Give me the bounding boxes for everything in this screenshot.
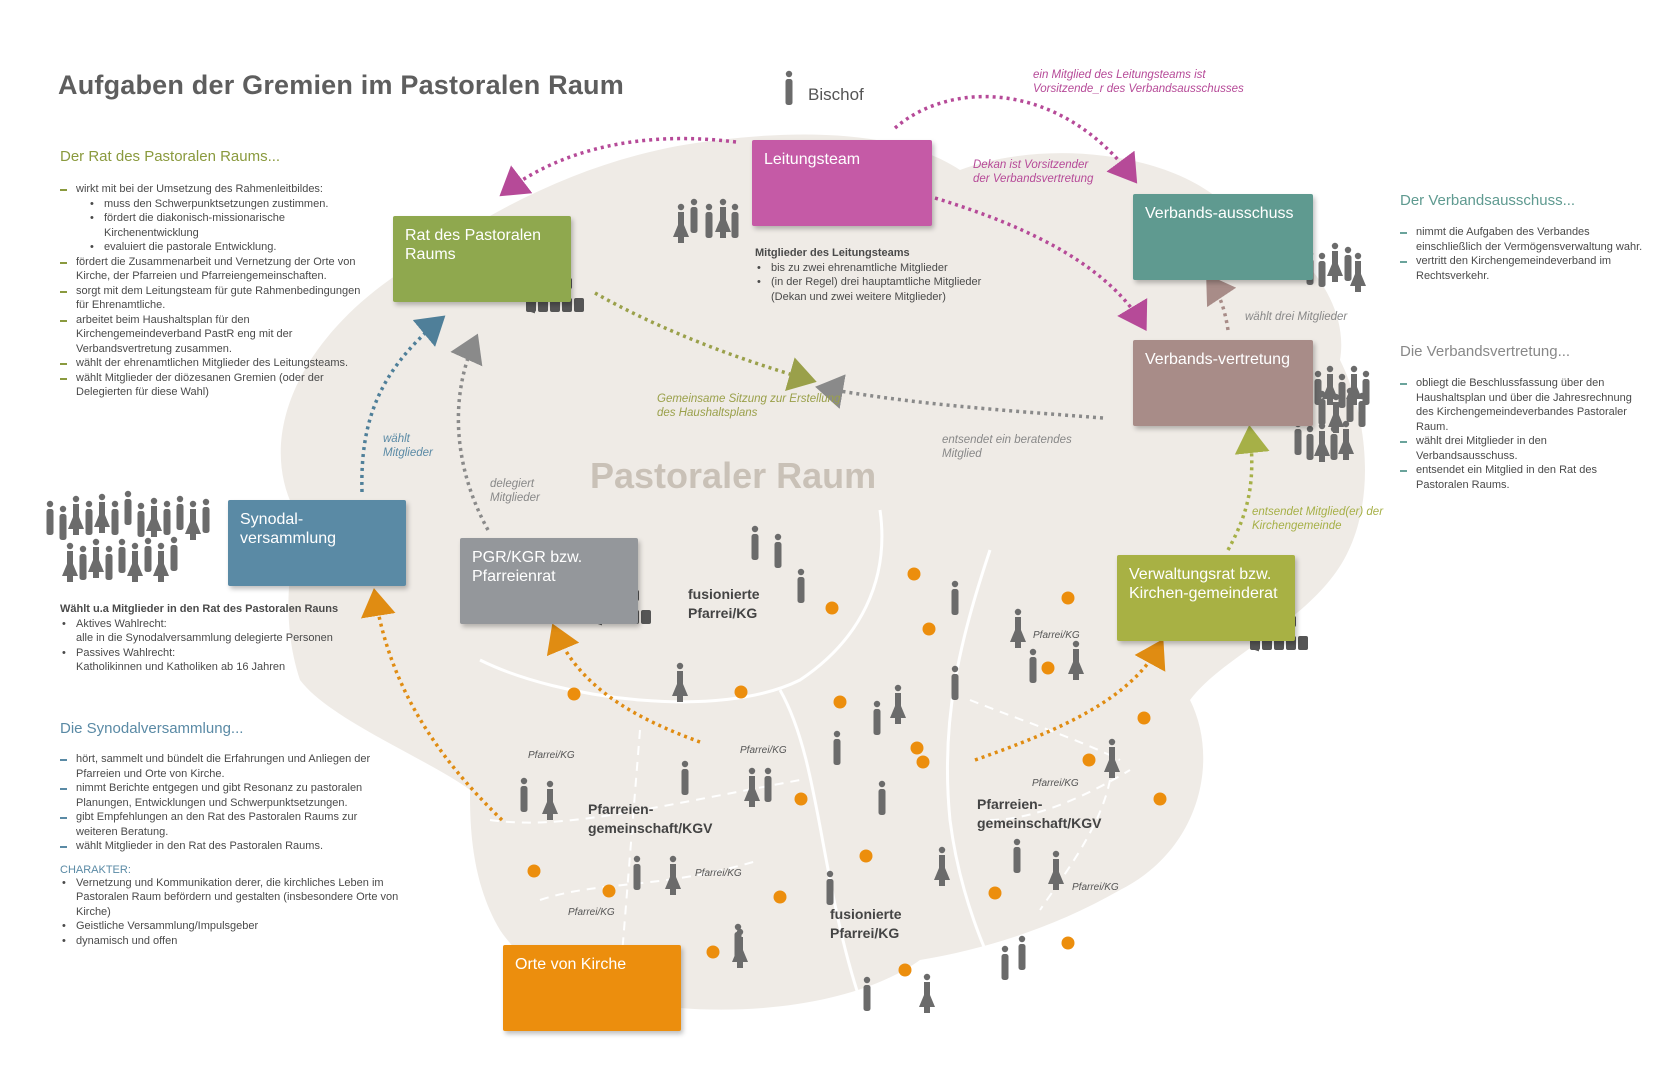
arrow-leitung-ausschuss	[893, 94, 1138, 184]
list-item: sorgt mit dem Leitungsteam für gute Rahm…	[60, 284, 370, 313]
list-item: Aktives Wahlrecht:alle in die Synodalver…	[60, 617, 370, 646]
label-waehlt-mitglieder: wählt Mitglieder	[383, 433, 433, 459]
box-pgr[interactable]: PGR/KGR bzw. Pfarreienrat	[460, 538, 638, 624]
box-leitungsteam[interactable]: Leitungsteam	[752, 140, 932, 226]
verbandsvertretung-heading: Die Verbandsvertretung...	[1400, 343, 1571, 360]
rat-section-heading: Der Rat des Pastoralen Raums...	[60, 148, 281, 165]
charakter-heading: CHARAKTER:	[60, 863, 131, 876]
arrow-vertretung-sitzung	[815, 374, 1104, 420]
location-dots	[527, 567, 1167, 977]
verbandsvertretung-list: obliegt die Beschlussfassung über den Ha…	[1400, 376, 1645, 492]
area-pg-right: Pfarreien-gemeinschaft/KGV	[977, 796, 1102, 831]
box-orte-von-kirche[interactable]: Orte von Kirche	[503, 945, 681, 1031]
area-pfarrei-kg: Pfarrei/KG	[1072, 882, 1119, 893]
list-item: entsendet ein Mitglied in den Rat des Pa…	[1400, 463, 1645, 492]
area-fusioniert-bottom: fusionierte Pfarrei/KG	[830, 906, 902, 941]
arrow-rat-sitzung	[594, 291, 817, 392]
list-item: wählt der ehrenamtlichen Mitglieder des …	[60, 356, 370, 371]
area-fusioniert-top: fusionierte Pfarrei/KG	[688, 586, 760, 621]
leitungsteam-members-heading: Mitglieder des Leitungsteams	[755, 247, 910, 259]
list-item: gibt Empfehlungen an den Rat des Pastora…	[60, 810, 400, 839]
label-mitglied-leitungsteam: ein Mitglied des Leitungsteams ist Vorsi…	[1033, 69, 1244, 95]
area-pfarrei-kg: Pfarrei/KG	[528, 750, 575, 761]
synodal-section-list: hört, sammelt und bündelt die Erfahrunge…	[60, 752, 400, 948]
rat-section-list: wirkt mit bei der Umsetzung des Rahmenle…	[60, 182, 370, 400]
list-item: wählt Mitglieder in den Rat des Pastoral…	[60, 839, 400, 854]
area-pg-left: Pfarreien-gemeinschaft/KGV	[588, 801, 713, 836]
list-item: wählt Mitglieder der diözesanen Gremien …	[60, 371, 370, 400]
arrow-leitung-rat	[499, 136, 737, 197]
list-item: bis zu zwei ehrenamtliche Mitglieder	[755, 261, 1015, 276]
label-dekan: Dekan ist Vorsitzender der Verbandsvertr…	[973, 159, 1094, 185]
list-item: dynamisch und offen	[60, 934, 400, 949]
list-item: arbeitet beim Haushaltsplan für den Kirc…	[60, 313, 370, 357]
leitungsteam-members: Mitglieder des Leitungsteams bis zu zwei…	[755, 246, 1015, 304]
box-verwaltungsrat[interactable]: Verwaltungsrat bzw. Kirchen-gemeinderat	[1117, 555, 1295, 641]
list-item: Passives Wahlrecht:Katholikinnen und Kat…	[60, 646, 370, 675]
list-item: hört, sammelt und bündelt die Erfahrunge…	[60, 752, 400, 781]
list-item: vertritt den Kirchengemeindeverband im R…	[1400, 254, 1645, 283]
area-pfarrei-kg: Pfarrei/KG	[695, 868, 742, 879]
label-waehlt-drei: wählt drei Mitglieder	[1245, 311, 1348, 323]
list-item: fördert die Zusammenarbeit und Vernetzun…	[60, 255, 370, 284]
bischof-label: Bischof	[808, 85, 864, 104]
verbandsausschuss-list: nimmt die Aufgaben des Verbandes einschl…	[1400, 225, 1645, 283]
list-item: fördert die diakonisch-missionarische Ki…	[90, 211, 370, 240]
arrow-leitung-vertretung	[934, 196, 1148, 332]
arrow-verwaltungsrat-vertretung	[1226, 425, 1270, 551]
box-rat[interactable]: Rat des Pastoralen Raums	[393, 216, 571, 302]
page-title: Aufgaben der Gremien im Pastoralen Raum	[58, 70, 624, 100]
list-item: obliegt die Beschlussfassung über den Ha…	[1400, 376, 1645, 434]
arrow-synodal-rat	[360, 315, 446, 493]
area-pfarrei-kg: Pfarrei/KG	[568, 907, 615, 918]
label-gemeinsame-sitzung: Gemeinsame Sitzung zur Erstellung des Ha…	[657, 393, 841, 419]
box-synodalversammlung[interactable]: Synodal-versammlung	[228, 500, 406, 586]
list-item: nimmt die Aufgaben des Verbandes einschl…	[1400, 225, 1645, 254]
label-delegiert: delegiert Mitglieder	[490, 478, 540, 504]
label-entsendet-beratend: entsendet ein beratendes Mitglied	[942, 434, 1072, 460]
list-item: nimmt Berichte entgegen und gibt Resonan…	[60, 781, 400, 810]
list-item: muss den Schwerpunktsetzungen zustimmen.	[90, 197, 370, 212]
list-item: evaluiert die pastorale Entwicklung.	[90, 240, 370, 255]
arrow-pgr-rat	[450, 333, 490, 531]
list-item: wirkt mit bei der Umsetzung des Rahmenle…	[60, 182, 370, 255]
list-item: (in der Regel) drei hauptamtliche Mitgli…	[755, 275, 1015, 304]
synodal-wahl-heading: Wählt u.a Mitglieder in den Rat des Past…	[60, 603, 339, 615]
divider-fusioniert-top	[479, 509, 884, 704]
synodal-people	[46, 490, 210, 582]
synodal-section-heading: Die Synodalversammlung...	[60, 720, 244, 737]
synodal-wahl-block: Wählt u.a Mitglieder in den Rat des Past…	[60, 602, 370, 675]
list-item: Geistliche Versammlung/Impulsgeber	[60, 919, 400, 934]
list-item: wählt drei Mitglieder in den Verbandsaus…	[1400, 434, 1645, 463]
area-pfarrei-kg: Pfarrei/KG	[1033, 630, 1080, 641]
verbandsausschuss-heading: Der Verbandsausschuss...	[1400, 192, 1576, 209]
arrow-pfarrei-synodal	[360, 588, 504, 822]
area-pfarrei-kg: Pfarrei/KG	[1032, 778, 1079, 789]
label-entsendet-kg: entsendet Mitglied(er) der Kirchengemein…	[1252, 506, 1384, 532]
box-verbandsvertretung[interactable]: Verbands-vertretung	[1133, 340, 1313, 426]
area-pfarrei-kg: Pfarrei/KG	[740, 745, 787, 756]
arrow-pfarrei-pgr	[546, 623, 701, 744]
arrow-vertretung-ausschuss	[1206, 274, 1237, 331]
box-verbandsausschuss[interactable]: Verbands-ausschuss	[1133, 194, 1313, 280]
pastoral-area-label: Pastoraler Raum	[590, 455, 877, 496]
list-item: Vernetzung und Kommunikation derer, die …	[60, 876, 400, 920]
